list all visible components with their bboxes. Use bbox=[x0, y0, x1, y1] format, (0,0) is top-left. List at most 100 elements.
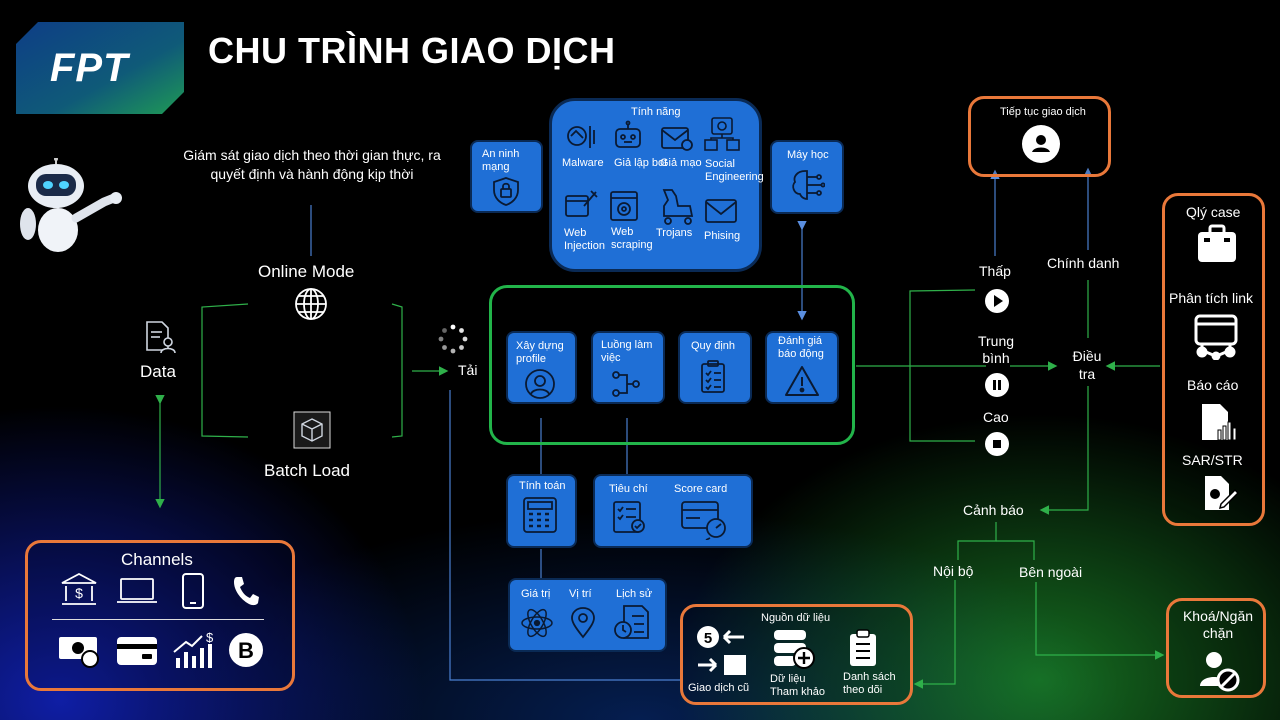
robot-icon bbox=[16, 157, 126, 259]
phishing-icon bbox=[704, 196, 738, 229]
feature-malware: Malware bbox=[562, 157, 604, 169]
trojan-horse-icon bbox=[656, 186, 696, 231]
stop-icon[interactable] bbox=[985, 432, 1009, 456]
criteria-label: Tiêu chí bbox=[609, 483, 648, 495]
case-management-label: Qlý case bbox=[1186, 204, 1241, 220]
investigate-label: Điều tra bbox=[1072, 348, 1102, 382]
svg-text:$: $ bbox=[75, 585, 83, 601]
malware-icon bbox=[564, 122, 598, 157]
report-chart-icon bbox=[1200, 402, 1238, 447]
internal-label: Nội bộ bbox=[933, 563, 974, 579]
telephone-icon bbox=[231, 575, 259, 612]
mobile-phone-icon bbox=[180, 572, 206, 615]
data-sources-title: Nguồn dữ liệu bbox=[761, 612, 831, 624]
channels-title: Channels bbox=[121, 550, 193, 569]
warning-icon bbox=[784, 365, 820, 402]
data-label: Data bbox=[140, 362, 176, 381]
feature-bot: Giả lập bot bbox=[614, 157, 668, 169]
process-rules-label: Quy định bbox=[691, 340, 736, 352]
document-edit-icon bbox=[1203, 474, 1240, 517]
bitcoin-icon: B bbox=[228, 632, 264, 673]
stock-growth-icon: $ bbox=[172, 630, 214, 675]
source-reference-data: Dữ liệu Tham khảo bbox=[770, 673, 826, 698]
cash-icon bbox=[58, 633, 102, 674]
clipboard-list-icon bbox=[848, 628, 878, 673]
fpt-logo: FPT bbox=[16, 22, 184, 114]
social-engineering-icon bbox=[704, 116, 740, 161]
criteria-box bbox=[593, 474, 753, 548]
checklist-check-icon bbox=[612, 500, 646, 539]
bot-icon bbox=[612, 120, 644, 157]
globe-icon bbox=[294, 287, 328, 326]
brain-circuit-icon bbox=[789, 168, 826, 207]
process-profile-box bbox=[506, 331, 577, 404]
channels-divider bbox=[52, 619, 264, 620]
history-label: Lịch sử bbox=[616, 588, 653, 600]
svg-text:$: $ bbox=[206, 630, 214, 645]
pause-icon[interactable] bbox=[985, 373, 1009, 397]
features-box bbox=[549, 98, 762, 272]
web-scraping-icon bbox=[609, 190, 639, 227]
risk-high-label: Cao bbox=[983, 409, 1009, 425]
play-icon[interactable] bbox=[985, 289, 1009, 313]
location-label: Vị trí bbox=[569, 588, 592, 600]
user-circle-icon bbox=[524, 368, 556, 405]
feature-trojans: Trojans bbox=[656, 227, 693, 239]
document-user-icon bbox=[144, 320, 176, 359]
security-label: An ninh mạng bbox=[482, 148, 520, 173]
laptop-icon bbox=[116, 577, 158, 610]
risk-medium-label: Trung bình bbox=[977, 333, 1015, 366]
loading-spinner-icon bbox=[437, 323, 469, 360]
scorecard-label: Score card bbox=[674, 483, 728, 495]
page-title: CHU TRÌNH GIAO DỊCH bbox=[208, 30, 616, 71]
location-pin-icon bbox=[569, 606, 597, 645]
atom-icon bbox=[520, 606, 554, 645]
external-label: Bên ngoài bbox=[1019, 564, 1083, 580]
alert-label: Cảnh báo bbox=[963, 502, 1024, 518]
database-add-icon bbox=[772, 628, 816, 675]
bank-icon: $ bbox=[60, 572, 98, 613]
block-panel bbox=[1166, 598, 1266, 698]
svg-text:B: B bbox=[238, 638, 254, 663]
ml-box bbox=[770, 140, 844, 214]
block-label: Khoá/Ngăn chặn bbox=[1182, 608, 1254, 641]
scorecard-icon bbox=[680, 500, 728, 545]
fake-email-icon bbox=[660, 124, 694, 157]
user-circle-filled-icon bbox=[1021, 124, 1061, 169]
risk-low-label: Thấp bbox=[979, 263, 1011, 279]
web-injection-icon bbox=[564, 188, 598, 225]
report-label: Báo cáo bbox=[1187, 377, 1239, 393]
feature-web-scraping: Web scraping bbox=[611, 226, 653, 251]
process-alert-label: Đánh giá báo động bbox=[778, 335, 824, 360]
sar-str-label: SAR/STR bbox=[1182, 452, 1243, 468]
feature-social-engineering: Social Engineering bbox=[705, 158, 764, 183]
checklist-icon bbox=[699, 360, 729, 401]
subtitle: Giám sát giao dịch theo thời gian thực, … bbox=[183, 147, 441, 182]
calculator-icon bbox=[522, 496, 558, 539]
svg-text:5: 5 bbox=[704, 630, 712, 647]
process-workflow-box bbox=[591, 331, 665, 404]
feature-web-injection: Web Injection bbox=[564, 227, 605, 252]
online-mode-label: Online Mode bbox=[258, 262, 355, 281]
fpt-logo-text: FPT bbox=[50, 46, 129, 90]
load-label: Tải bbox=[458, 362, 478, 378]
history-document-icon bbox=[612, 604, 652, 647]
shield-lock-icon bbox=[492, 176, 520, 211]
user-block-icon bbox=[1198, 650, 1242, 697]
security-box bbox=[470, 140, 543, 213]
process-profile-label: Xây dựng profile bbox=[516, 340, 564, 365]
features-title: Tính năng bbox=[631, 106, 681, 118]
feature-fake: Giả mạo bbox=[660, 157, 702, 169]
batch-load-label: Batch Load bbox=[264, 461, 351, 480]
continue-label: Tiếp tục giao dịch bbox=[1000, 106, 1086, 118]
calc-label: Tính toán bbox=[519, 480, 566, 492]
workflow-icon bbox=[611, 371, 641, 402]
legitimate-label: Chính danh bbox=[1047, 255, 1120, 271]
feature-phising: Phising bbox=[704, 230, 741, 242]
ml-label: Máy học bbox=[787, 149, 829, 161]
credit-card-icon bbox=[116, 636, 158, 671]
process-container bbox=[489, 285, 855, 445]
source-old-transactions: Giao dịch cũ bbox=[688, 682, 750, 694]
source-watchlist: Danh sách theo dõi bbox=[843, 671, 896, 696]
calc-box bbox=[506, 474, 577, 548]
